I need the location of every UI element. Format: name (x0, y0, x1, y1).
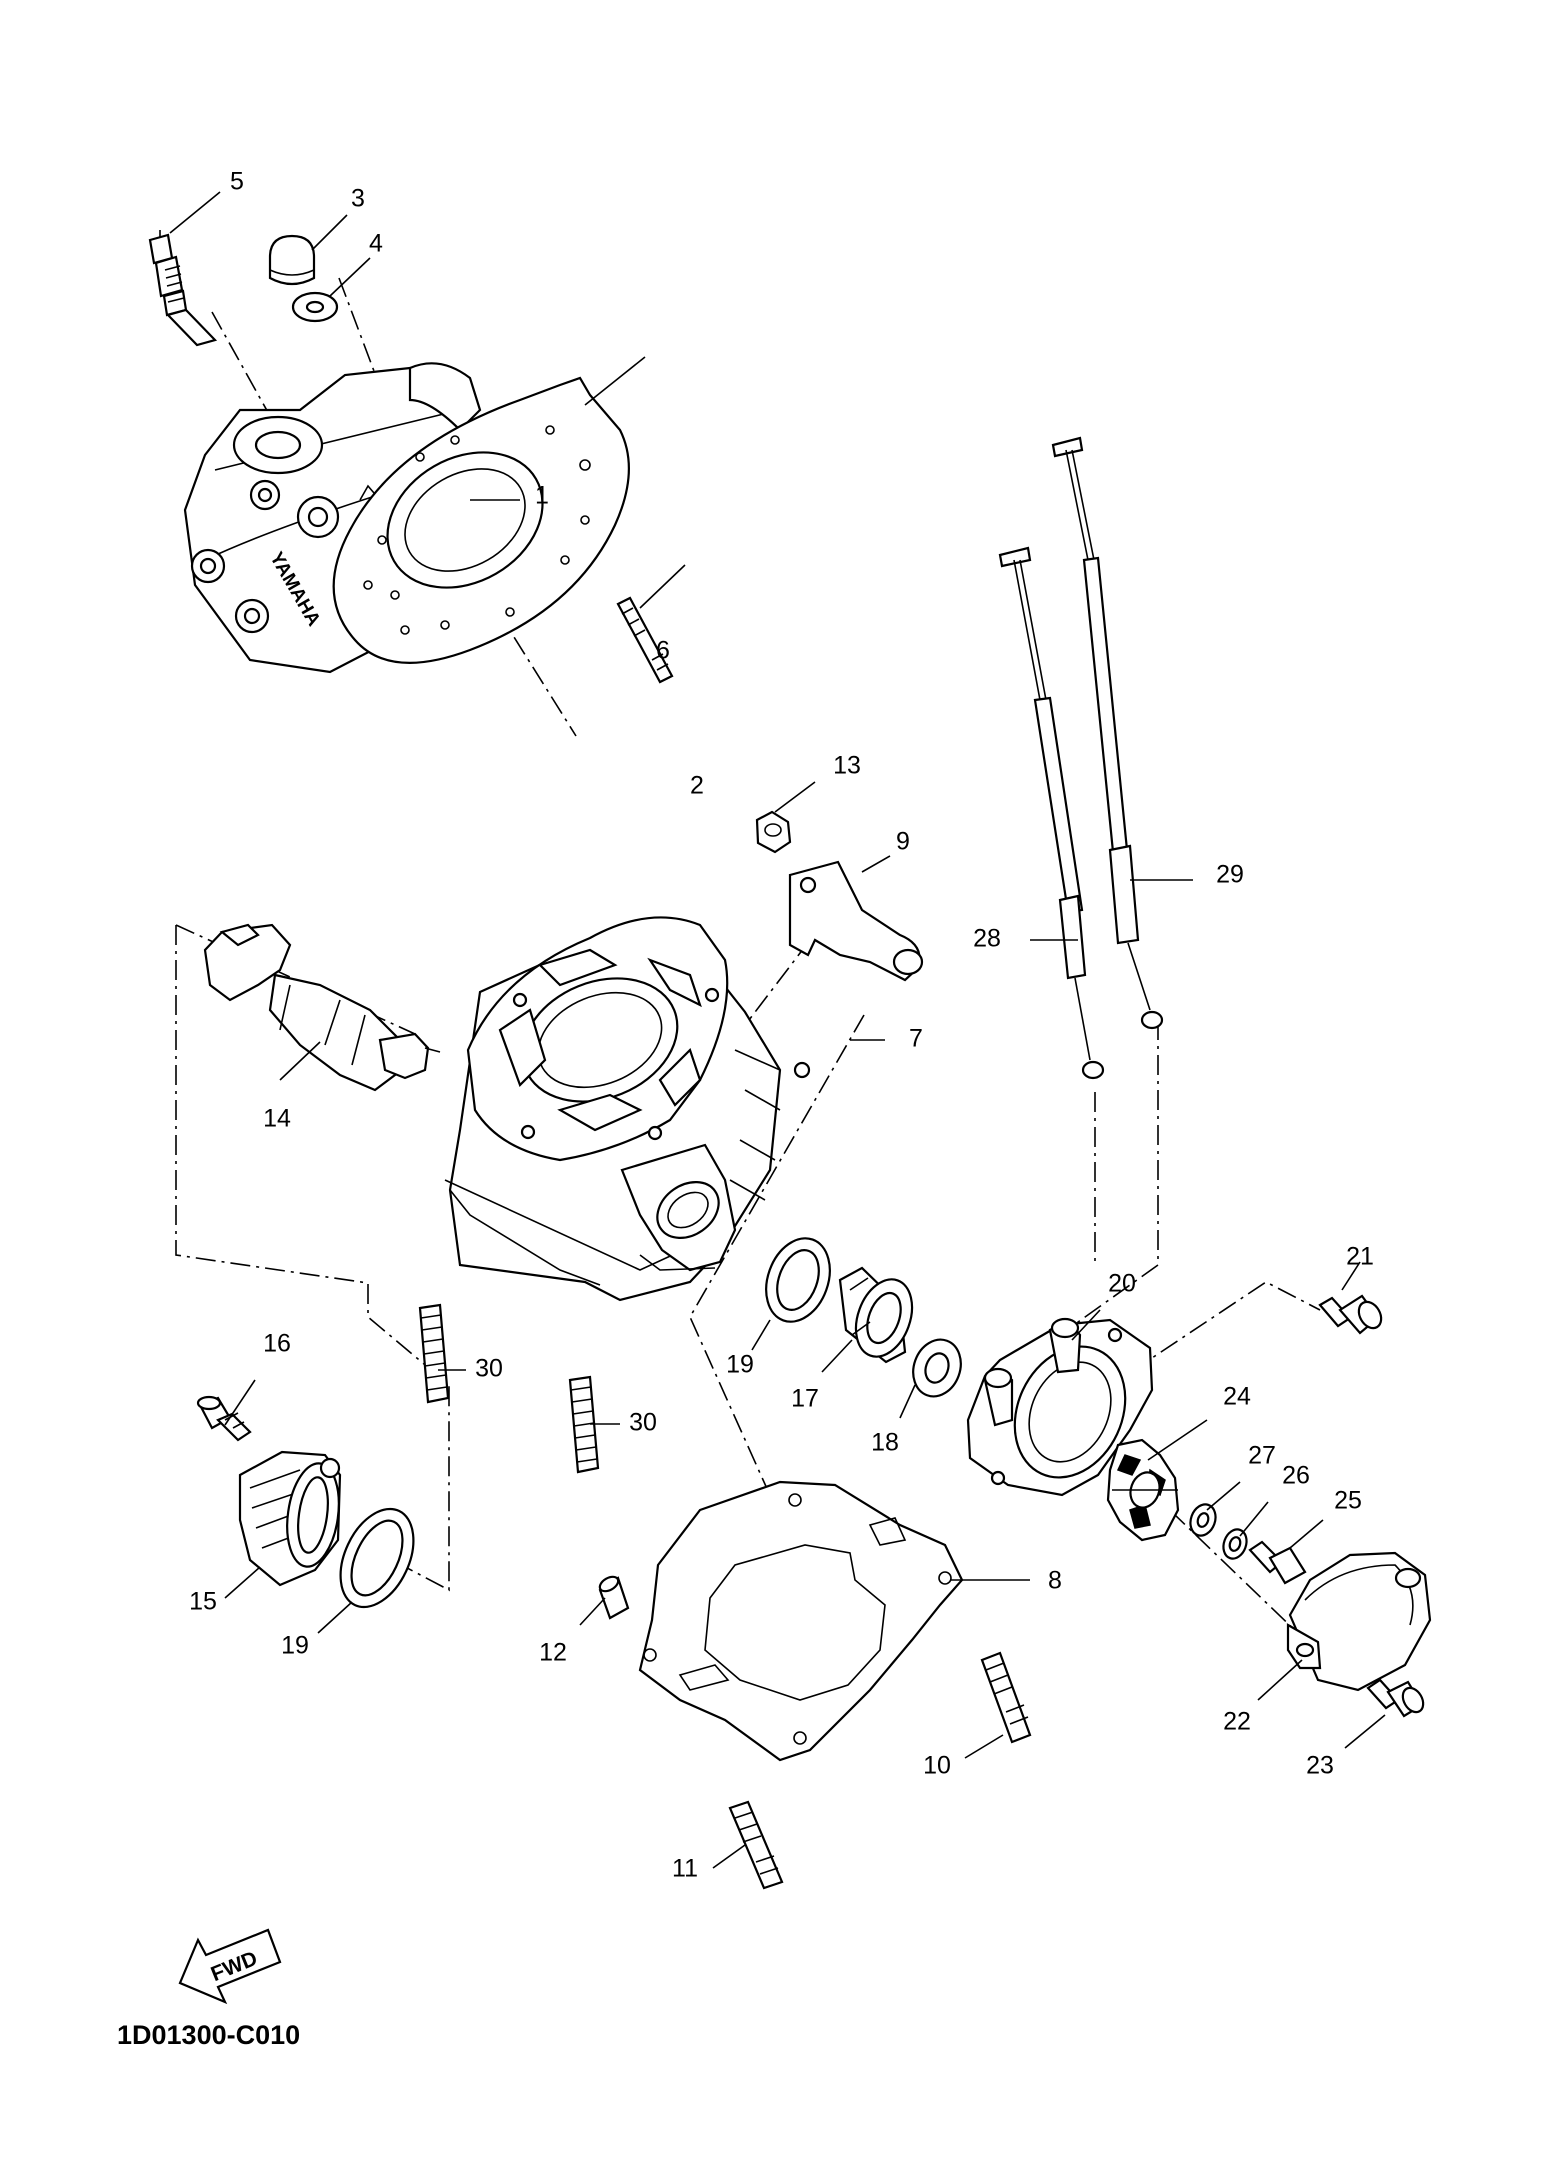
washer (291, 291, 339, 323)
control-cable (1051, 436, 1164, 1030)
joint (238, 1450, 342, 1587)
callout-30: 30 (475, 1355, 503, 1383)
callout-16: 16 (263, 1330, 291, 1358)
nut (755, 810, 792, 854)
callout-10: 10 (923, 1752, 951, 1780)
callout-14: 14 (263, 1105, 291, 1133)
valve-cover (1286, 1551, 1432, 1692)
callout-12: 12 (539, 1639, 567, 1667)
washer (1222, 1528, 1248, 1560)
callout-18: 18 (871, 1429, 899, 1457)
cylinder (444, 916, 811, 1302)
bolt (196, 1395, 252, 1442)
callout-7: 7 (909, 1025, 923, 1053)
callout-11: 11 (672, 1855, 698, 1883)
callout-labels: 5 3 4 1 6 2 13 9 29 28 14 7 21 20 16 30 … (189, 168, 1374, 1883)
callout-25: 25 (1334, 1487, 1362, 1515)
callout-27: 27 (1248, 1442, 1276, 1470)
callout-17: 17 (791, 1385, 819, 1413)
o-ring (765, 1237, 831, 1323)
stud-bolt (616, 596, 674, 684)
forward-arrow: FWD (178, 1928, 282, 2005)
washer (1189, 1503, 1217, 1537)
callout-2: 2 (690, 772, 704, 800)
spark-plug (148, 230, 218, 347)
head-gasket (332, 376, 630, 664)
bolt (1366, 1678, 1425, 1718)
stud-bolt (728, 1800, 784, 1890)
callout-30: 30 (629, 1409, 657, 1437)
callout-26: 26 (1282, 1462, 1310, 1490)
callout-9: 9 (896, 828, 910, 856)
power-valve (203, 923, 441, 1092)
collar (838, 1266, 914, 1364)
callout-20: 20 (1108, 1270, 1136, 1298)
stud-bolt (568, 1375, 600, 1474)
callout-3: 3 (351, 185, 365, 213)
base-gasket (638, 1480, 964, 1762)
callout-23: 23 (1306, 1752, 1334, 1780)
bracket (788, 860, 924, 982)
seal (912, 1338, 962, 1398)
callout-24: 24 (1223, 1383, 1251, 1411)
callout-22: 22 (1223, 1708, 1251, 1736)
callout-15: 15 (189, 1588, 217, 1616)
callout-5: 5 (230, 168, 244, 196)
callout-21: 21 (1346, 1243, 1374, 1271)
callout-1: 1 (535, 482, 549, 510)
stud-bolt (980, 1651, 1032, 1744)
cap-nut (268, 234, 316, 286)
leader-lines (169, 191, 1386, 1869)
bolt (1248, 1540, 1307, 1585)
callout-19: 19 (281, 1632, 309, 1660)
callout-19: 19 (726, 1351, 754, 1379)
callout-28: 28 (973, 925, 1001, 953)
stud-bolt (418, 1303, 450, 1404)
callout-8: 8 (1048, 1567, 1062, 1595)
bolt (1318, 1294, 1383, 1335)
callout-13: 13 (833, 752, 861, 780)
valve-housing (966, 1317, 1154, 1497)
callout-6: 6 (656, 637, 670, 665)
dowel-pin (598, 1575, 630, 1620)
pulley (1106, 1438, 1180, 1542)
callout-4: 4 (369, 230, 383, 258)
callout-29: 29 (1216, 861, 1244, 889)
o-ring (339, 1507, 415, 1609)
diagram-code: 1D01300-C010 (117, 2020, 300, 2050)
control-cable (998, 546, 1105, 1080)
